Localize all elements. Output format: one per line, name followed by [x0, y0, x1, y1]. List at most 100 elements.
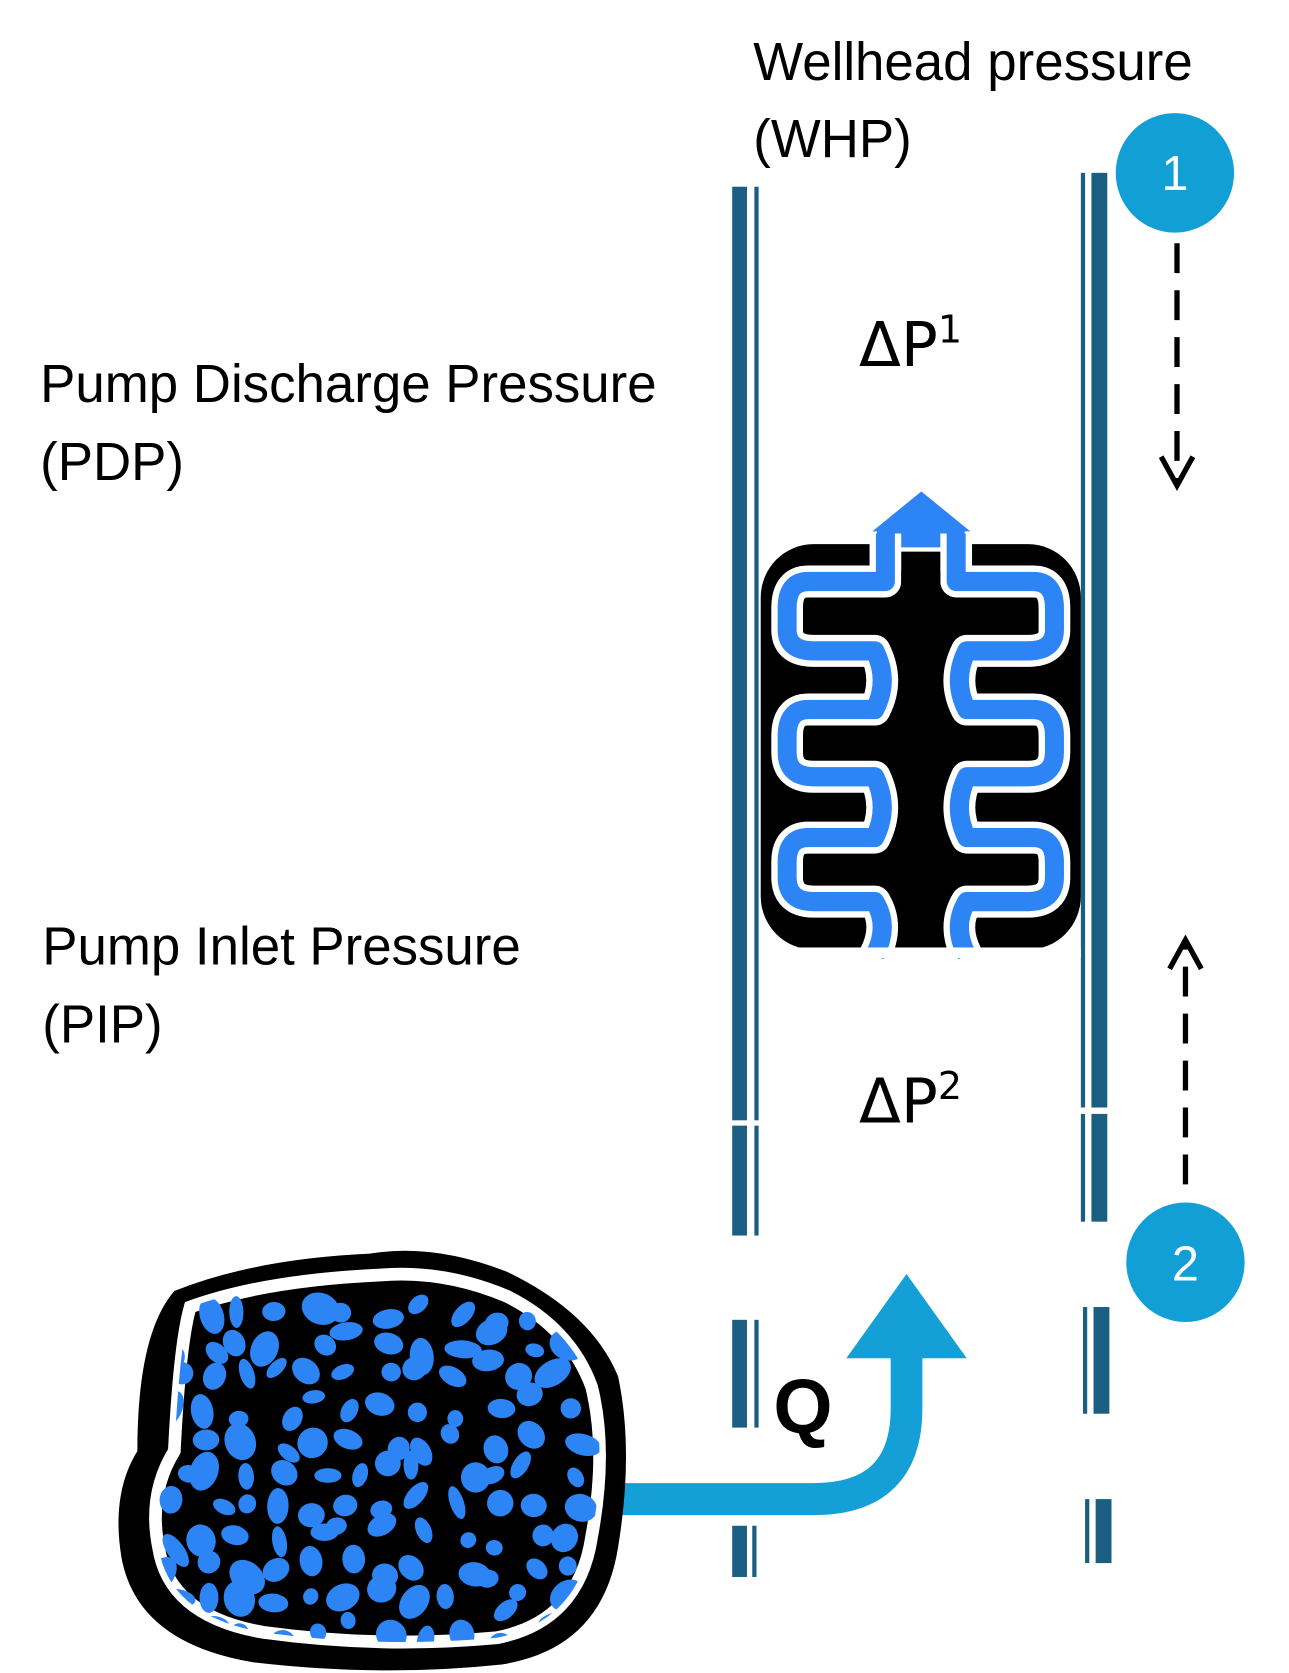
pore-blob	[525, 1343, 545, 1358]
casing-right	[1080, 172, 1112, 1564]
pore-blob	[365, 1392, 395, 1416]
pore-blob	[448, 1486, 466, 1520]
pump-icon	[760, 485, 1081, 963]
pore-blob	[333, 1428, 363, 1450]
pore-blob	[403, 1450, 419, 1480]
pore-blob	[376, 1619, 407, 1643]
marker-2: 2	[1126, 1202, 1245, 1322]
pore-blob	[564, 1493, 598, 1522]
pore-blob	[416, 1625, 435, 1643]
pore-blob	[238, 1494, 257, 1514]
pore-blob	[333, 1494, 358, 1517]
pore-blob	[224, 1423, 257, 1461]
marker-1: 1	[1115, 113, 1235, 233]
pore-blob	[298, 1503, 325, 1528]
pore-blob	[202, 1362, 227, 1390]
pore-blob	[213, 1498, 236, 1516]
pore-blob	[550, 1523, 579, 1553]
pore-blob	[532, 1524, 554, 1547]
pore-blob	[229, 1296, 244, 1328]
pore-blob	[516, 1382, 543, 1407]
delta-p2-label: ΔP2	[859, 1065, 962, 1138]
pore-blob	[436, 1584, 454, 1609]
pore-blob	[331, 1363, 355, 1380]
pore-blob	[262, 1301, 286, 1321]
pore-blob	[367, 1513, 397, 1537]
pore-blob	[159, 1485, 183, 1514]
pore-blob	[292, 1357, 320, 1385]
pore-blob	[493, 1599, 518, 1622]
whp-label: Wellhead pressure	[753, 33, 1192, 92]
pore-blob	[472, 1349, 504, 1372]
pore-blob	[399, 1584, 430, 1619]
pore-blob	[205, 1341, 229, 1364]
whp-abbrev: (WHP)	[753, 110, 911, 169]
pore-blob	[460, 1532, 477, 1548]
pore-blob	[381, 1362, 401, 1382]
pore-blob	[565, 1433, 600, 1457]
pore-blob	[223, 1580, 255, 1617]
pore-blob	[162, 1533, 189, 1567]
pore-blob	[480, 1466, 505, 1485]
pip-label: Pump Inlet Pressure	[42, 917, 521, 976]
pore-blob	[374, 1450, 401, 1477]
pore-blob	[520, 1493, 547, 1518]
pore-blob	[266, 1357, 287, 1378]
pore-blob	[314, 1334, 337, 1356]
pore-blob	[197, 1550, 221, 1574]
pore-blob	[238, 1462, 255, 1490]
casing-left	[732, 186, 759, 1577]
pore-blob	[277, 1443, 300, 1463]
pore-blob	[367, 1575, 397, 1603]
pore-blob	[250, 1331, 279, 1367]
pore-blob	[221, 1525, 249, 1546]
pore-blob	[475, 1318, 508, 1346]
pore-blob	[372, 1309, 404, 1329]
pore-blob	[438, 1365, 467, 1388]
pore-blob	[352, 1463, 369, 1488]
pore-blob	[340, 1398, 359, 1423]
pore-blob	[199, 1582, 219, 1613]
pore-blob	[297, 1427, 328, 1459]
pore-blob	[517, 1420, 545, 1449]
pore-blob	[258, 1593, 289, 1613]
pore-blob	[192, 1429, 220, 1451]
pdp-abbrev: (PDP)	[40, 433, 184, 492]
svg-text:2: 2	[1172, 1237, 1199, 1291]
pore-blob	[326, 1583, 360, 1612]
pore-blob	[299, 1545, 323, 1577]
pore-blob	[560, 1398, 582, 1419]
pore-blob	[518, 1311, 536, 1331]
pore-blob	[487, 1489, 514, 1517]
pore-blob	[440, 1424, 460, 1444]
pore-blob	[189, 1451, 219, 1491]
pore-blob	[567, 1467, 585, 1488]
dashed-arrow-up-icon	[1167, 934, 1204, 1185]
pore-blob	[302, 1390, 326, 1404]
pore-blob	[238, 1358, 256, 1389]
svg-text:1: 1	[1161, 147, 1188, 201]
pore-blob	[374, 1332, 404, 1355]
pore-blob	[190, 1394, 214, 1429]
pore-blob	[444, 1340, 482, 1359]
pore-blob	[222, 1329, 246, 1357]
pore-blob	[505, 1363, 533, 1390]
pore-blob	[340, 1611, 356, 1630]
pore-blob	[487, 1398, 516, 1419]
pore-blob	[447, 1410, 464, 1428]
pore-blob	[303, 1588, 319, 1605]
pore-blob	[408, 1294, 429, 1315]
pore-blob	[402, 1357, 427, 1381]
pore-blob	[534, 1358, 571, 1389]
pore-blob	[228, 1410, 249, 1428]
pore-blob	[510, 1451, 531, 1479]
reservoir-rock-icon	[118, 1250, 627, 1671]
pore-blob	[509, 1583, 527, 1602]
pore-blob	[325, 1517, 347, 1535]
pore-blob	[398, 1555, 424, 1581]
pore-blob	[451, 1301, 476, 1328]
pore-blob	[262, 1557, 290, 1582]
pore-blob	[485, 1539, 503, 1556]
pore-blob	[267, 1488, 289, 1524]
pore-blob	[186, 1524, 216, 1557]
